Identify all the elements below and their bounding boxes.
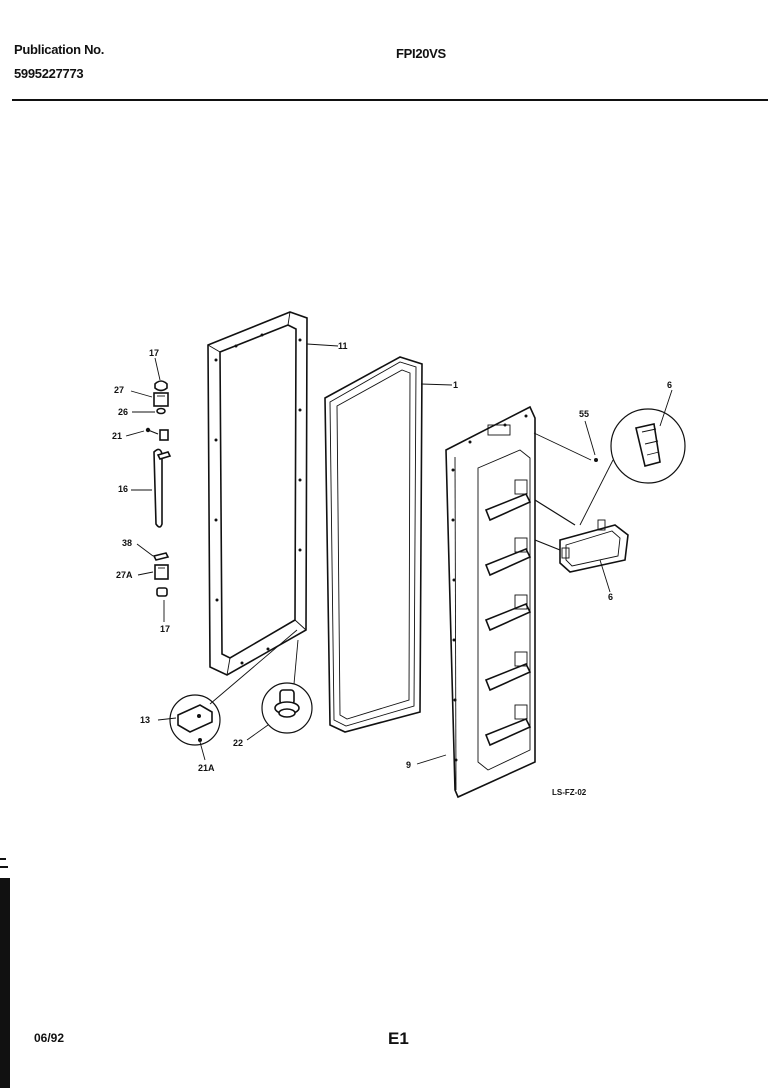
callout-17-bottom: 17 bbox=[160, 624, 170, 634]
footer-date: 06/92 bbox=[34, 1031, 65, 1045]
callout-21: 21 bbox=[112, 431, 122, 441]
drawing-id: LS-FZ-02 bbox=[552, 788, 587, 797]
callout-22: 22 bbox=[233, 738, 243, 748]
callout-21a: 21A bbox=[198, 763, 215, 773]
callout-17-top: 17 bbox=[149, 348, 159, 358]
callout-11: 11 bbox=[338, 341, 348, 351]
callout-26: 26 bbox=[118, 407, 128, 417]
publication-label: Publication No. bbox=[14, 42, 105, 57]
shelf-rail-part-6 bbox=[534, 499, 629, 573]
inner-door-panel-part-9 bbox=[445, 405, 536, 799]
detail-circle-part-13 bbox=[157, 629, 298, 761]
margin-mark bbox=[0, 866, 8, 868]
detail-circle-part-6 bbox=[579, 389, 686, 526]
callout-9: 9 bbox=[406, 760, 411, 770]
detail-circle-part-22 bbox=[246, 639, 313, 741]
margin-mark bbox=[0, 858, 6, 860]
callout-1: 1 bbox=[453, 380, 458, 390]
page-code: E1 bbox=[388, 1029, 409, 1048]
callout-16: 16 bbox=[118, 484, 128, 494]
callout-13: 13 bbox=[140, 715, 150, 725]
callout-27a: 27A bbox=[116, 570, 133, 580]
callout-6: 6 bbox=[608, 592, 613, 602]
header-rule bbox=[12, 99, 768, 101]
door-gasket-part-1 bbox=[324, 356, 423, 733]
callout-6-detail: 6 bbox=[667, 380, 672, 390]
hinge-hardware-stack bbox=[125, 357, 172, 622]
publication-number: 5995227773 bbox=[14, 66, 84, 81]
callout-38: 38 bbox=[122, 538, 132, 548]
door-frame-part-11 bbox=[207, 311, 308, 676]
model-number: FPI20VS bbox=[396, 46, 446, 61]
callout-55: 55 bbox=[579, 409, 589, 419]
binding-edge-bar bbox=[0, 878, 10, 1088]
callout-27: 27 bbox=[114, 385, 124, 395]
